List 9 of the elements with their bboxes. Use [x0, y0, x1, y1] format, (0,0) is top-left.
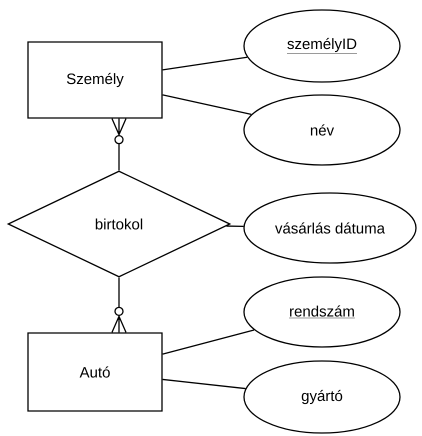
connector-line: [162, 378, 246, 390]
entity-box: Személy: [27, 41, 163, 119]
connector-line: [226, 225, 244, 227]
connector-line: [162, 329, 254, 355]
entity-box: Autó: [27, 332, 163, 412]
connector-line: [162, 94, 252, 116]
connector-line: [162, 56, 248, 71]
relationship-line: [111, 278, 127, 333]
relationship-line: [111, 118, 127, 170]
